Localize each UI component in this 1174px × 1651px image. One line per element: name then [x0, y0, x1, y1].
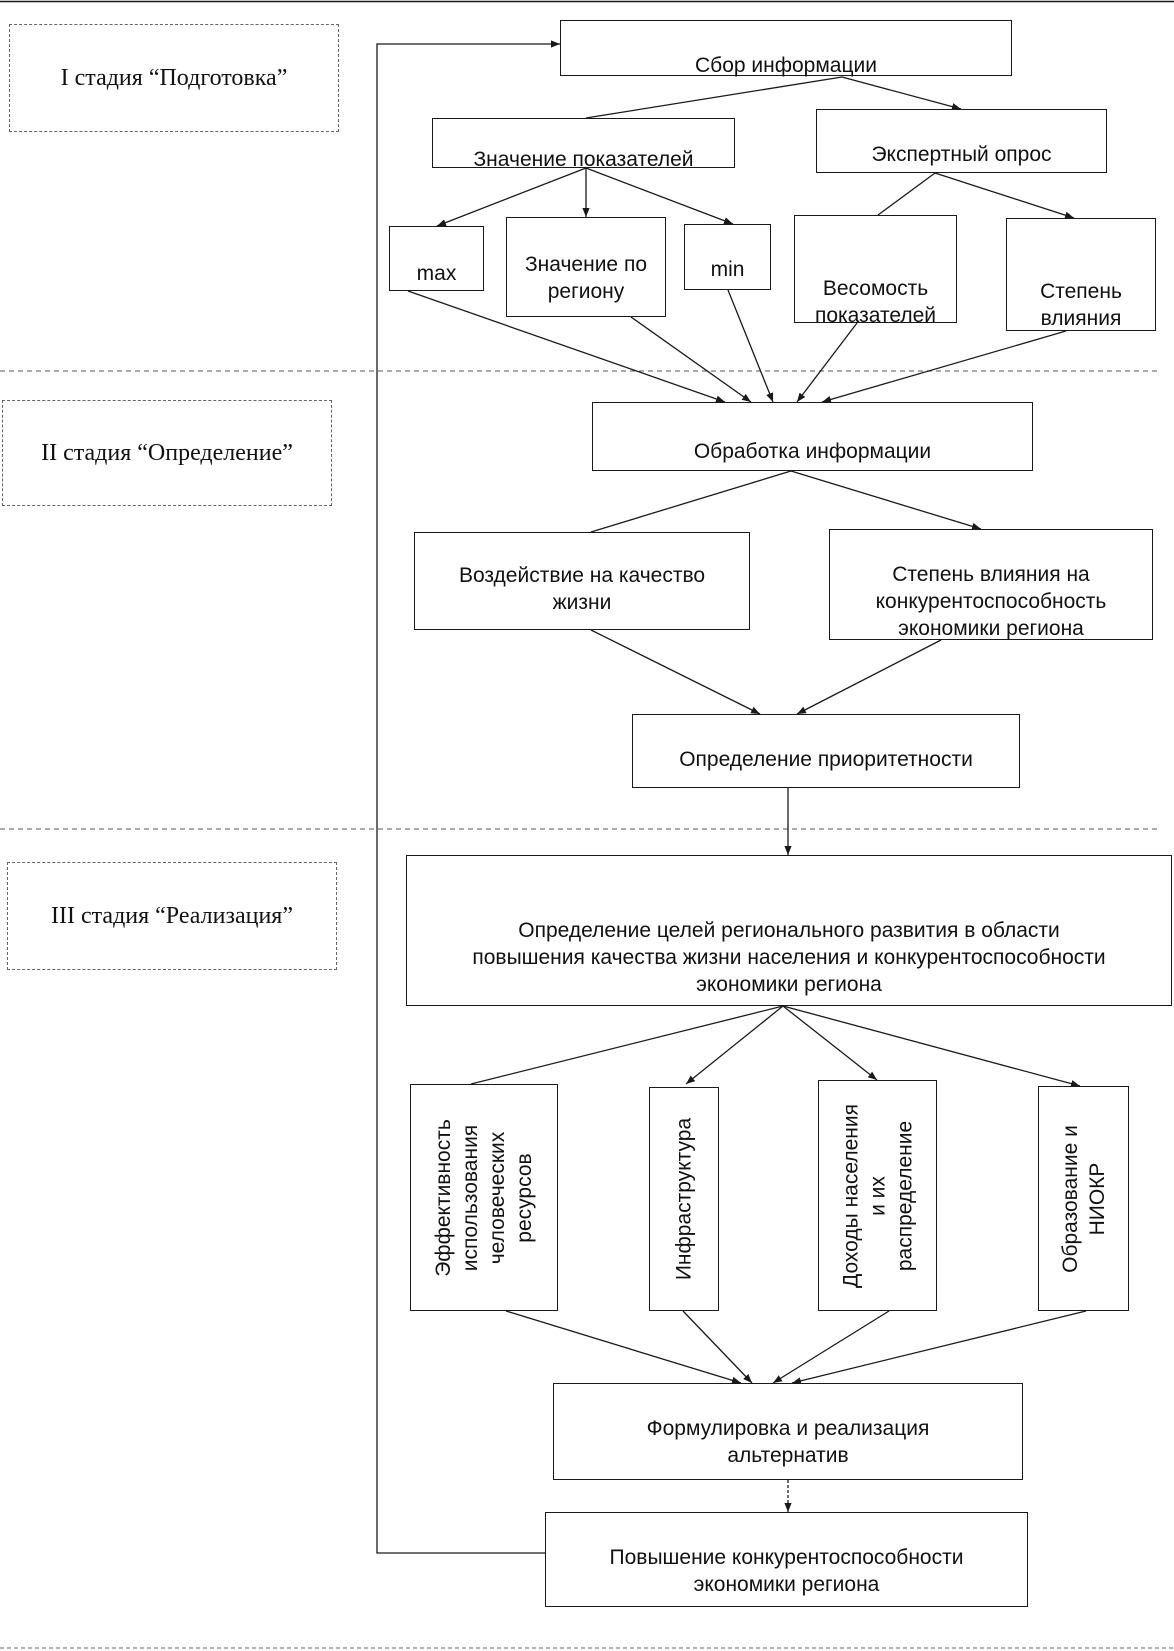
node-region-value-text: Значение по региону — [524, 253, 647, 303]
edge-region-processing — [630, 316, 752, 403]
node-expert-survey: Экспертный опрос — [816, 109, 1107, 173]
node-priority-definition: Определение приоритетности — [632, 714, 1020, 788]
node-indicator-weight: Весомость показателей — [794, 215, 957, 327]
edge-expert-weight — [877, 172, 936, 216]
stage-label-definition: II стадия “Определение” — [2, 400, 332, 506]
edge-influence-processing — [821, 330, 1067, 403]
node-max-text: max — [416, 262, 457, 285]
stage-label-definition-text: II стадия “Определение” — [41, 439, 293, 466]
node-info-processing-text: Обработка информации — [693, 440, 932, 463]
node-priority-definition-text: Определение приоритетности — [679, 748, 973, 771]
edge-lifequality-priority — [590, 629, 761, 715]
edge-goals-income — [782, 1005, 878, 1081]
node-life-quality-impact: Воздействие на качество жизни — [414, 532, 750, 630]
edge-collect-expert — [841, 76, 962, 111]
stage-label-preparation-text: I стадия “Подготовка” — [60, 64, 288, 91]
node-influence-degree-text: Степень влияния — [1040, 280, 1122, 330]
edge-processing-lifequality — [590, 470, 792, 533]
edge-goals-infrastructure — [685, 1005, 784, 1085]
node-indicator-weight-text: Весомость показателей — [814, 277, 937, 327]
edge-collect-indicators — [585, 76, 843, 119]
node-min-text: min — [710, 258, 745, 281]
node-competitiveness-influence: Степень влияния на конкурентоспособность… — [829, 529, 1153, 640]
stage-label-preparation: I стадия “Подготовка” — [9, 24, 339, 132]
edge-infrastructure-alternatives — [682, 1310, 753, 1384]
node-regional-goals: Определение целей регионального развития… — [406, 855, 1172, 1006]
node-collect-info-text: Сбор информации — [695, 54, 877, 77]
edge-expert-influence — [934, 172, 1075, 219]
edge-education-alternatives — [791, 1310, 1087, 1385]
node-regional-goals-text: Определение целей регионального развития… — [472, 919, 1106, 996]
edge-indicators-max — [436, 167, 587, 227]
node-population-income: Доходы населения и их распределение — [818, 1080, 937, 1311]
edge-max-processing — [407, 290, 726, 403]
edge-min-processing — [727, 289, 774, 403]
node-competitiveness-increase: Повышение конкурентоспособности экономик… — [545, 1512, 1028, 1607]
edge-goals-education — [782, 1005, 1081, 1088]
node-indicator-values: Значение показателей — [432, 118, 735, 171]
edge-weight-processing — [796, 322, 858, 403]
node-min: min — [684, 224, 771, 290]
node-life-quality-impact-text: Воздействие на качество жизни — [458, 564, 706, 614]
edge-indicators-min — [585, 167, 734, 225]
node-expert-survey-text: Экспертный опрос — [871, 143, 1052, 166]
feedback-loop-line — [376, 40, 560, 1554]
node-info-processing: Обработка информации — [592, 402, 1033, 471]
node-infrastructure: Инфраструктура — [649, 1087, 719, 1311]
node-population-income-text: Доходы населения и их распределение — [839, 1103, 916, 1288]
edge-processing-competitiveness — [790, 470, 982, 530]
node-max: max — [389, 226, 484, 291]
node-competitiveness-influence-text: Степень влияния на конкурентоспособность… — [875, 563, 1107, 640]
node-region-value: Значение по региону — [506, 217, 666, 317]
edge-competitiveness-priority — [796, 639, 942, 715]
node-human-resources-efficiency-text: Эффективность использования человеческих… — [432, 1118, 536, 1277]
node-indicator-values-text: Значение показателей — [473, 148, 694, 171]
node-education-rnd: Образование и НИОКР — [1038, 1086, 1129, 1311]
stage-label-implementation-text: III стадия “Реализация” — [51, 902, 293, 929]
node-collect-info: Сбор информации — [560, 20, 1012, 77]
node-influence-degree: Степень влияния — [1006, 218, 1156, 331]
node-competitiveness-increase-text: Повышение конкурентоспособности экономик… — [609, 1546, 964, 1596]
edge-humanresources-alternatives — [505, 1310, 742, 1384]
node-infrastructure-text: Инфраструктура — [672, 1117, 696, 1281]
node-human-resources-efficiency: Эффективность использования человеческих… — [410, 1084, 558, 1311]
node-alternatives-text: Формулировка и реализация альтернатив — [646, 1417, 930, 1467]
node-education-rnd-text: Образование и НИОКР — [1058, 1124, 1109, 1273]
stage-label-implementation: III стадия “Реализация” — [7, 862, 337, 970]
edge-goals-humanresources — [470, 1005, 784, 1085]
edge-income-alternatives — [772, 1310, 890, 1384]
node-alternatives: Формулировка и реализация альтернатив — [553, 1383, 1023, 1480]
